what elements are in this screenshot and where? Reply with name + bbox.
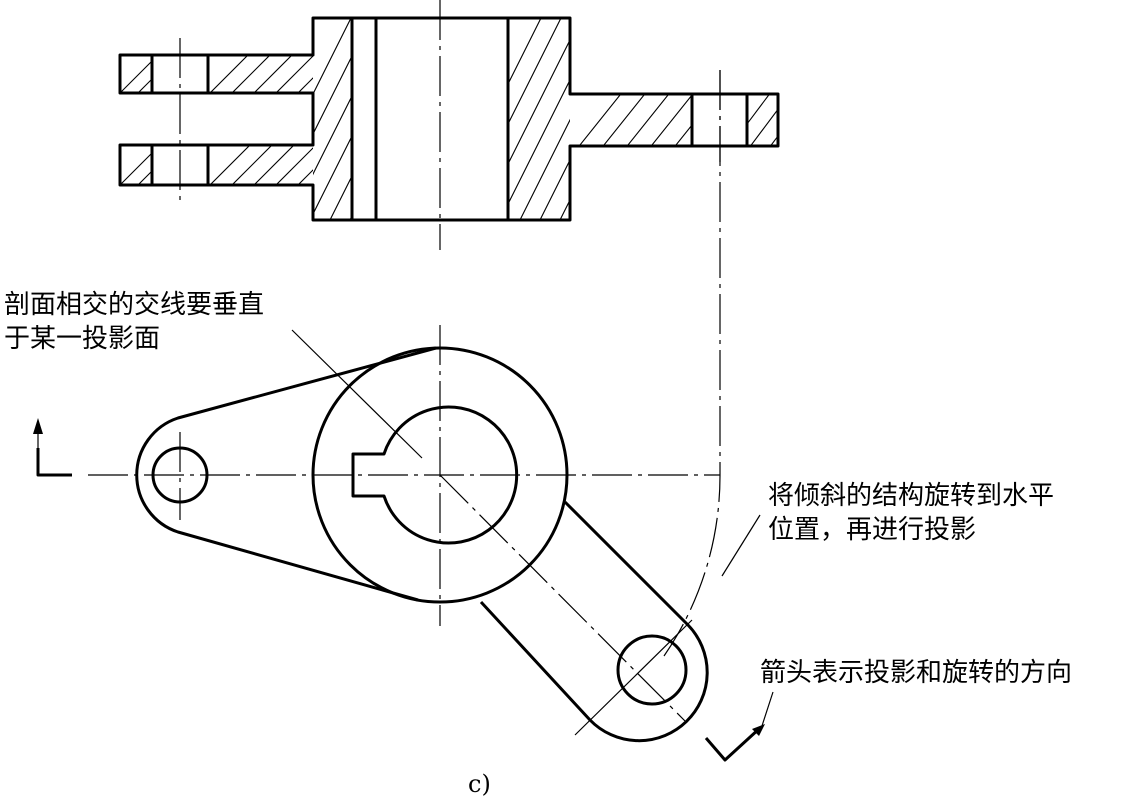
section-symbol-right <box>704 724 765 762</box>
rotation-note-line2: 位置，再进行投影 <box>768 515 977 545</box>
left-arm-outline <box>135 346 437 602</box>
leader-arrow <box>759 691 774 733</box>
inclined-arm-hole <box>616 634 688 706</box>
section-cut-mark <box>704 726 762 762</box>
intersection-note-line2: 于某一投影面 <box>4 324 161 354</box>
figure-caption: c) <box>468 770 491 798</box>
hub-bore-with-keyway <box>351 405 519 545</box>
arrow-up-icon <box>33 418 43 434</box>
inclined-hole-centerline <box>574 619 693 736</box>
rotation-arc <box>663 70 721 657</box>
section-hatching <box>120 18 778 220</box>
inclined-arm-outline <box>479 500 709 743</box>
plan-view <box>88 70 721 743</box>
leader-rotation <box>721 514 761 577</box>
section-view <box>118 0 780 250</box>
section-cut-mark <box>36 448 72 477</box>
inclined-centerline <box>439 474 687 723</box>
intersection-note-line1: 剖面相交的交线要垂直 <box>4 290 265 320</box>
section-outline <box>118 16 780 222</box>
arrow-note: 箭头表示投影和旋转的方向 <box>760 658 1073 688</box>
rotation-note-line1: 将倾斜的结构旋转到水平 <box>768 481 1055 511</box>
leader-intersection <box>291 329 423 459</box>
section-symbol-left <box>33 418 72 477</box>
